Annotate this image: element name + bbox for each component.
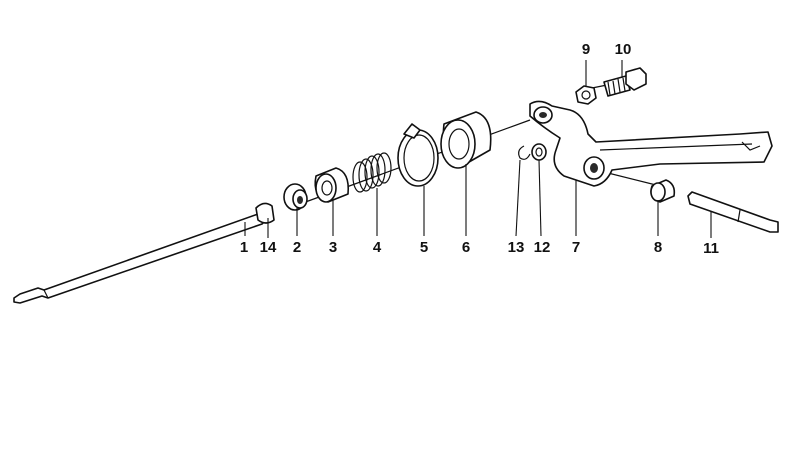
callout-labels: 1 14 2 3 4 5 6 13 12 7 8 11 9 10 <box>240 41 719 257</box>
spring-part-4 <box>352 152 392 193</box>
circlip-part-13 <box>518 145 531 160</box>
callout-13: 13 <box>508 239 525 256</box>
bolt-part-10 <box>603 67 647 97</box>
washer-part-2 <box>283 183 308 211</box>
callout-14: 14 <box>260 239 277 256</box>
pin-part-11 <box>687 191 779 233</box>
callout-7: 7 <box>572 239 580 256</box>
sleeve-part-8 <box>650 179 676 203</box>
boot-part-6 <box>440 111 492 169</box>
lever-part-7 <box>529 100 773 187</box>
callout-12: 12 <box>534 239 551 256</box>
callout-11: 11 <box>703 240 719 257</box>
callout-10: 10 <box>615 41 632 58</box>
callout-4: 4 <box>373 239 382 256</box>
small-washer-part-12 <box>531 143 547 161</box>
callout-2: 2 <box>293 239 301 256</box>
bush-part-3 <box>314 167 350 203</box>
nut-part-9 <box>575 85 597 105</box>
callout-5: 5 <box>420 239 428 256</box>
callout-6: 6 <box>462 239 470 256</box>
leader-lines <box>244 60 712 238</box>
callout-3: 3 <box>329 239 337 256</box>
callout-8: 8 <box>654 239 662 256</box>
callout-9: 9 <box>582 41 590 58</box>
clamp-part-5 <box>397 123 439 187</box>
shaft-part-1 <box>13 202 275 304</box>
callout-1: 1 <box>240 239 248 256</box>
